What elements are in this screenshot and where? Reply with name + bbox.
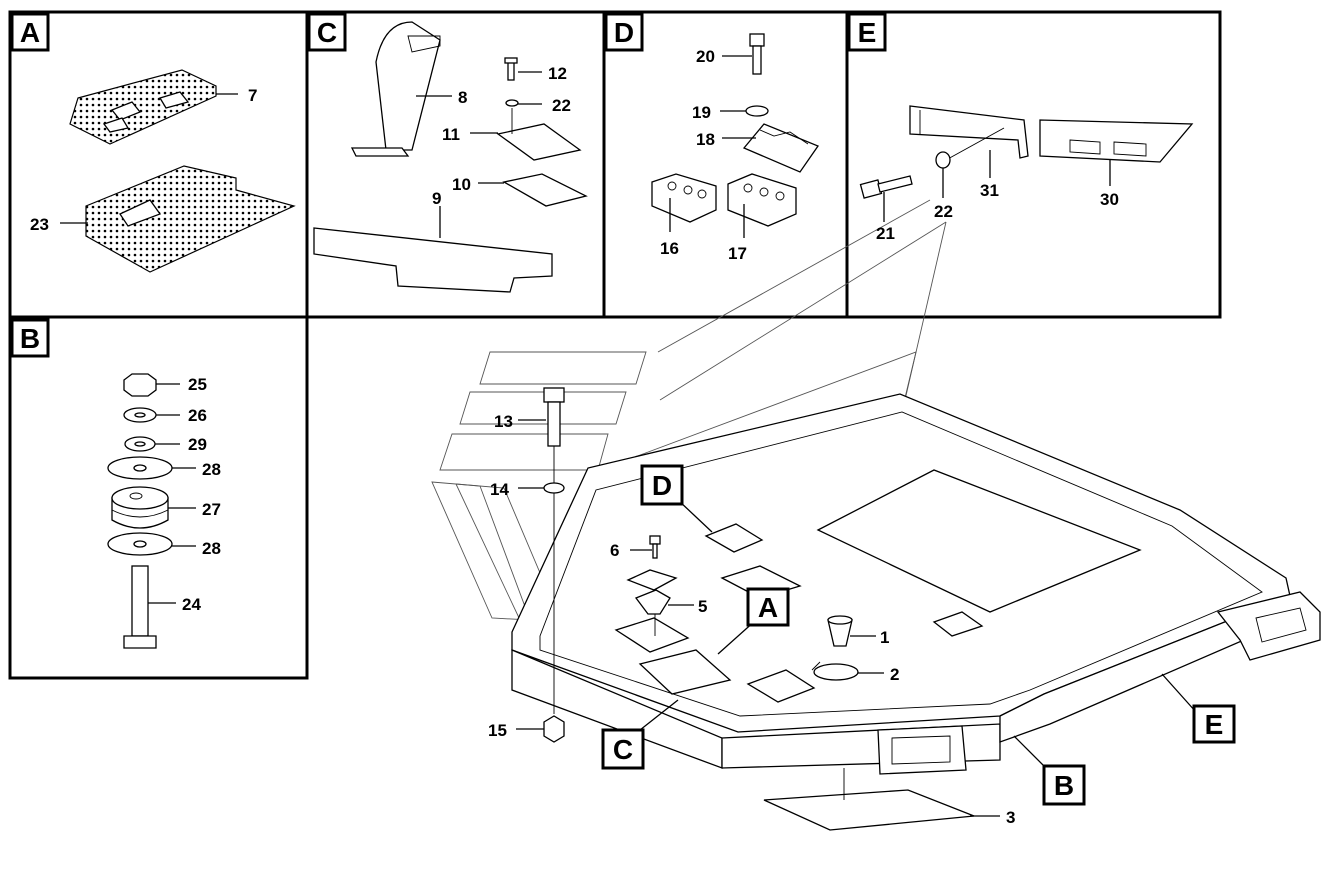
callout-d: D [640,464,684,506]
mat-large [85,165,296,273]
part-label-3: 3 [1006,808,1015,827]
callout-d-text: D [652,470,672,501]
part-label-28-bottom: 28 [202,539,221,558]
section-tag-b-text: B [20,323,40,354]
lever-part [375,21,441,151]
panel-b-parts [107,373,196,649]
part-label-8: 8 [458,88,467,107]
callout-c: C [601,728,645,770]
panel-e-parts [859,105,1194,222]
part-label-18: 18 [696,130,715,149]
part-label-9: 9 [432,189,441,208]
part-label-14: 14 [490,480,509,499]
part-label-23: 23 [30,215,49,234]
panel-a-parts [60,69,296,273]
section-tag-e-text: E [858,17,877,48]
part-label-12: 12 [548,64,567,83]
part-label-22-c: 22 [552,96,571,115]
callout-c-text: C [613,734,633,765]
part-label-30: 30 [1100,190,1119,209]
panel-c-parts [313,21,588,293]
part-label-11: 11 [442,125,460,144]
section-tag-a-text: A [20,17,40,48]
panel-d-parts [651,33,819,238]
part-label-28-top: 28 [202,460,221,479]
section-tag-b: B [10,318,50,358]
section-tag-a: A [10,12,50,52]
part-label-19: 19 [692,103,711,122]
mat-small [69,69,217,145]
part-label-24: 24 [182,595,201,614]
panel-frames [8,10,1222,680]
section-tag-d: D [604,12,644,52]
part-label-26: 26 [188,406,207,425]
section-tag-e: E [847,12,887,52]
part-label-13: 13 [494,412,513,431]
callout-a: A [746,587,790,627]
part-label-7: 7 [248,86,257,105]
section-tag-c: C [307,12,347,52]
part-label-21: 21 [876,224,895,243]
part-label-5: 5 [698,597,707,616]
part-label-6: 6 [610,541,619,560]
callout-b: B [1042,764,1086,806]
part-label-2: 2 [890,665,899,684]
part-label-25: 25 [188,375,207,394]
part-label-17: 17 [728,244,747,263]
part-label-1: 1 [880,628,889,647]
section-tag-d-text: D [614,17,634,48]
part-label-20: 20 [696,47,715,66]
callout-e-text: E [1205,709,1224,740]
part-label-10: 10 [452,175,471,194]
main-frame-assembly [431,199,1321,831]
part-label-22-e: 22 [934,202,953,221]
part-label-31: 31 [980,181,999,200]
part-labels: 7 23 8 12 22 11 10 9 20 19 18 16 17 21 2… [30,47,1119,827]
section-tag-c-text: C [317,17,337,48]
part-label-27: 27 [202,500,221,519]
part-label-16: 16 [660,239,679,258]
callout-a-text: A [758,592,778,623]
part-label-15: 15 [488,721,507,740]
callout-e: E [1192,704,1236,744]
part-label-29: 29 [188,435,207,454]
callout-b-text: B [1054,770,1074,801]
